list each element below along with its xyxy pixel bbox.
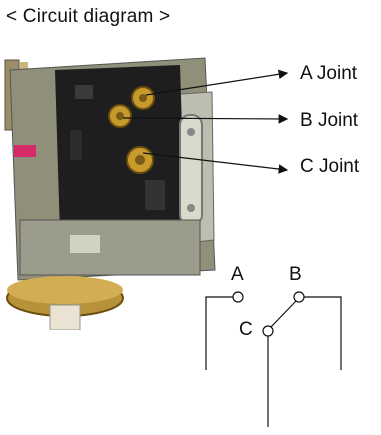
arrow-c [142,152,289,174]
red-indicator [14,145,36,157]
terminal-b [293,291,305,303]
schematic-label-c: C [239,319,253,340]
board-chip [70,130,82,160]
arrow-b [122,114,289,124]
wire-a [205,296,233,370]
arrow-a [145,69,289,96]
wire-b [304,296,342,370]
joint-label-b: B Joint [300,110,359,131]
diagram-title: < Circuit diagram > [6,6,171,27]
terminal-a [232,291,244,303]
board-chip [145,180,165,210]
terminal-c [262,325,274,337]
device-photo [4,57,216,330]
schematic-label-b: B [289,264,302,285]
board-chip [75,85,93,99]
schematic-label-a: A [231,264,244,285]
joint-label-a: A Joint [300,63,358,84]
pressure-stem [49,304,81,330]
lower-body [19,219,201,276]
joint-label-c: C Joint [300,156,360,177]
switch-arm [270,300,297,328]
